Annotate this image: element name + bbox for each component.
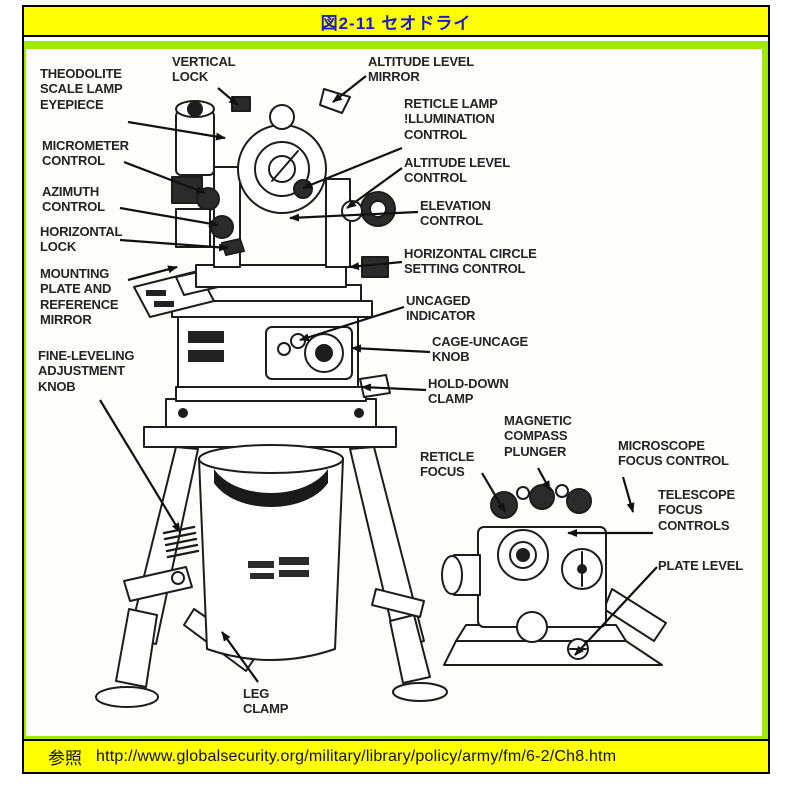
theodolite-diagram: THEODOLITE SCALE LAMP EYEPIECE VERTICAL … [26, 49, 762, 736]
source-bar: 参照 http://www.globalsecurity.org/militar… [24, 739, 768, 772]
label-horizontal-lock: HORIZONTAL LOCK [40, 224, 123, 255]
label-hold-down-clamp: HOLD-DOWN CLAMP [428, 376, 509, 407]
figure-frame: 図2-11 セオドライ [22, 5, 770, 774]
title-content-gap [24, 37, 768, 41]
label-azimuth-control: AZIMUTH CONTROL [42, 184, 105, 215]
reference-label: 参照 [48, 749, 82, 768]
label-micrometer-control: MICROMETER CONTROL [42, 138, 129, 169]
figure-title: 図2-11 セオドライ [320, 13, 472, 33]
label-plate-level: PLATE LEVEL [658, 558, 743, 573]
label-magnetic-compass-plunger: MAGNETIC COMPASS PLUNGER [504, 413, 572, 459]
figure-title-bar: 図2-11 セオドライ [24, 7, 768, 37]
label-uncaged-indicator: UNCAGED INDICATOR [406, 293, 476, 324]
label-altitude-level-control: ALTITUDE LEVEL CONTROL [404, 155, 511, 186]
label-microscope-focus-control: MICROSCOPE FOCUS CONTROL [618, 438, 729, 469]
label-reticle-focus: RETICLE FOCUS [420, 449, 475, 480]
figure-content: THEODOLITE SCALE LAMP EYEPIECE VERTICAL … [24, 41, 768, 739]
label-vertical-lock: VERTICAL LOCK [172, 54, 236, 85]
theodolite-drawing [95, 75, 667, 708]
label-altitude-level-mirror: ALTITUDE LEVEL MIRROR [368, 54, 475, 85]
label-reticle-lamp-illumination-control: RETICLE LAMP !LLUMINATION CONTROL [404, 96, 498, 142]
label-fine-leveling-adjustment-knob: FINE-LEVELING ADJUSTMENT KNOB [38, 348, 135, 394]
label-mounting-plate-and-reference-mirror: MOUNTING PLATE AND REFERENCE MIRROR [40, 266, 119, 327]
label-leg-clamp: LEG CLAMP [243, 686, 289, 717]
source-url: http://www.globalsecurity.org/military/l… [96, 747, 617, 765]
label-telescope-focus-controls: TELESCOPE FOCUS CONTROLS [658, 487, 735, 533]
label-theodolite-scale-lamp-eyepiece: THEODOLITE SCALE LAMP EYEPIECE [40, 66, 123, 112]
label-elevation-control: ELEVATION CONTROL [420, 198, 491, 229]
label-horizontal-circle-setting-control: HORIZONTAL CIRCLE SETTING CONTROL [404, 246, 537, 277]
label-cage-uncage-knob: CAGE-UNCAGE KNOB [432, 334, 529, 365]
